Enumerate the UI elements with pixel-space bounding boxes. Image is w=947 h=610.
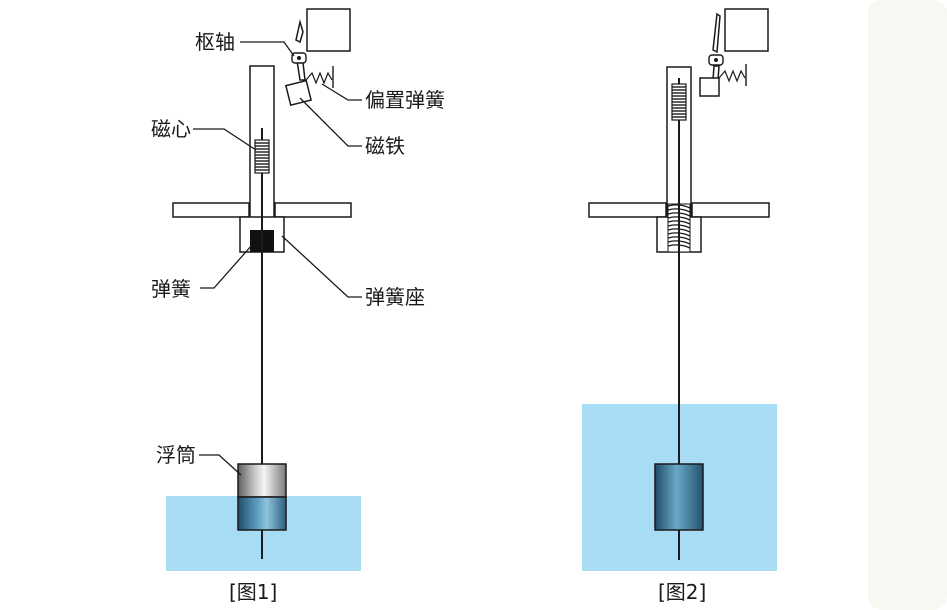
pivot-icon-2: [708, 54, 724, 66]
float-dry-part: [237, 463, 287, 498]
mounting-plate-left: [172, 202, 250, 218]
label-float: 浮筒: [156, 443, 196, 467]
switch-box-2: [724, 8, 769, 52]
label-bias-spring: 偏置弹簧: [365, 88, 445, 112]
label-spring: 弹簧: [151, 277, 191, 301]
switch-lever: [295, 19, 306, 81]
mounting-plate-right: [274, 202, 352, 218]
figure-2: [图2]: [582, 8, 777, 604]
magnetic-core: [254, 139, 270, 174]
mounting-plate-left-2: [588, 202, 667, 218]
magnet-2: [699, 77, 720, 97]
label-spring-seat: 弹簧座: [365, 285, 425, 309]
label-magnet: 磁铁: [365, 134, 405, 158]
float-2: [654, 463, 704, 531]
switch-lever-2: [712, 12, 721, 81]
label-pivot: 枢轴: [195, 30, 235, 54]
magnet: [284, 79, 313, 107]
background-panel: [868, 0, 947, 610]
bias-spring-icon: [305, 66, 334, 88]
caption-figure-2: [图2]: [658, 580, 706, 604]
pivot-icon: [291, 52, 307, 64]
caption-figure-1: [图1]: [229, 580, 277, 604]
label-magnetic-core: 磁心: [151, 117, 191, 141]
leader-lines-fig1: [193, 41, 362, 476]
switch-box: [306, 8, 351, 52]
bias-spring-icon-2: [718, 64, 747, 86]
float-submerged-part: [237, 496, 287, 531]
mounting-plate-right-2: [691, 202, 770, 218]
magnetic-core-2: [671, 83, 687, 121]
figure-1: 枢轴 偏置弹簧 磁心 磁铁 弹簧 弹簧座 浮筒 [图1]: [151, 8, 445, 604]
